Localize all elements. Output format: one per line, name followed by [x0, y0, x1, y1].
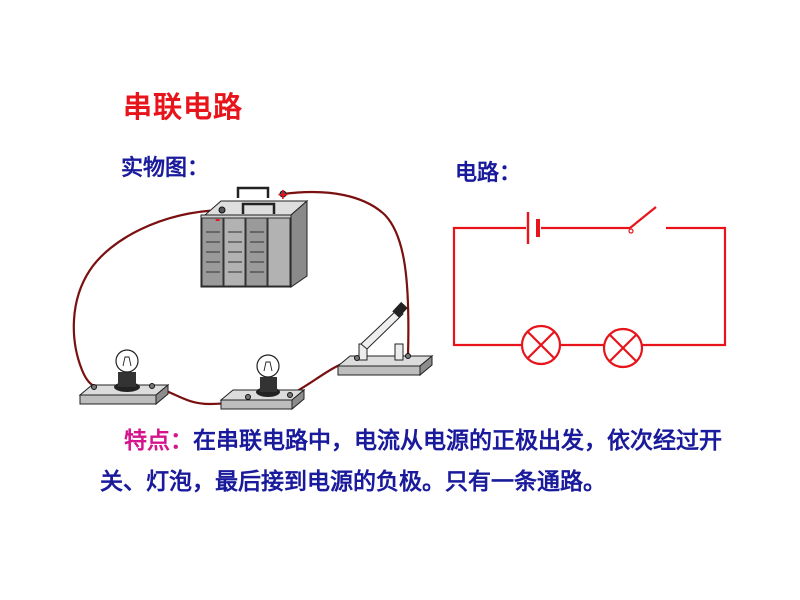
circuit-diagram-label: 电路：: [455, 161, 522, 186]
description-highlight: 特点：: [124, 428, 193, 454]
physical-diagram-label: 实物图：: [121, 156, 210, 181]
wire-battery-neg-to-bulb1: [72, 208, 223, 387]
lamp-symbol-1: [520, 324, 562, 366]
bulb-2: [219, 354, 306, 411]
slide-title: 串联电路: [123, 90, 244, 124]
battery: - +: [200, 186, 309, 288]
switch-symbol: [628, 206, 657, 234]
lamp-symbol-2: [602, 327, 644, 369]
battery-ribs: [206, 231, 264, 273]
battery-positive-sign: +: [277, 187, 289, 203]
battery-symbol: [526, 212, 540, 244]
schematic-wire: [452, 226, 526, 347]
knife-switch: [336, 301, 434, 377]
wire-battery-pos-to-switch: [282, 190, 410, 357]
bulb-1: [78, 349, 170, 406]
description-text: 在串联电路中，电流从电源的正极出发，依次经过开关、灯泡，最后接到电源的负极。只有…: [100, 428, 722, 495]
description-paragraph: 特点：在串联电路中，电流从电源的正极出发，依次经过开关、灯泡，最后接到电源的负极…: [100, 421, 740, 503]
battery-negative-sign: -: [215, 213, 220, 228]
schematic-circuit: [452, 206, 727, 369]
